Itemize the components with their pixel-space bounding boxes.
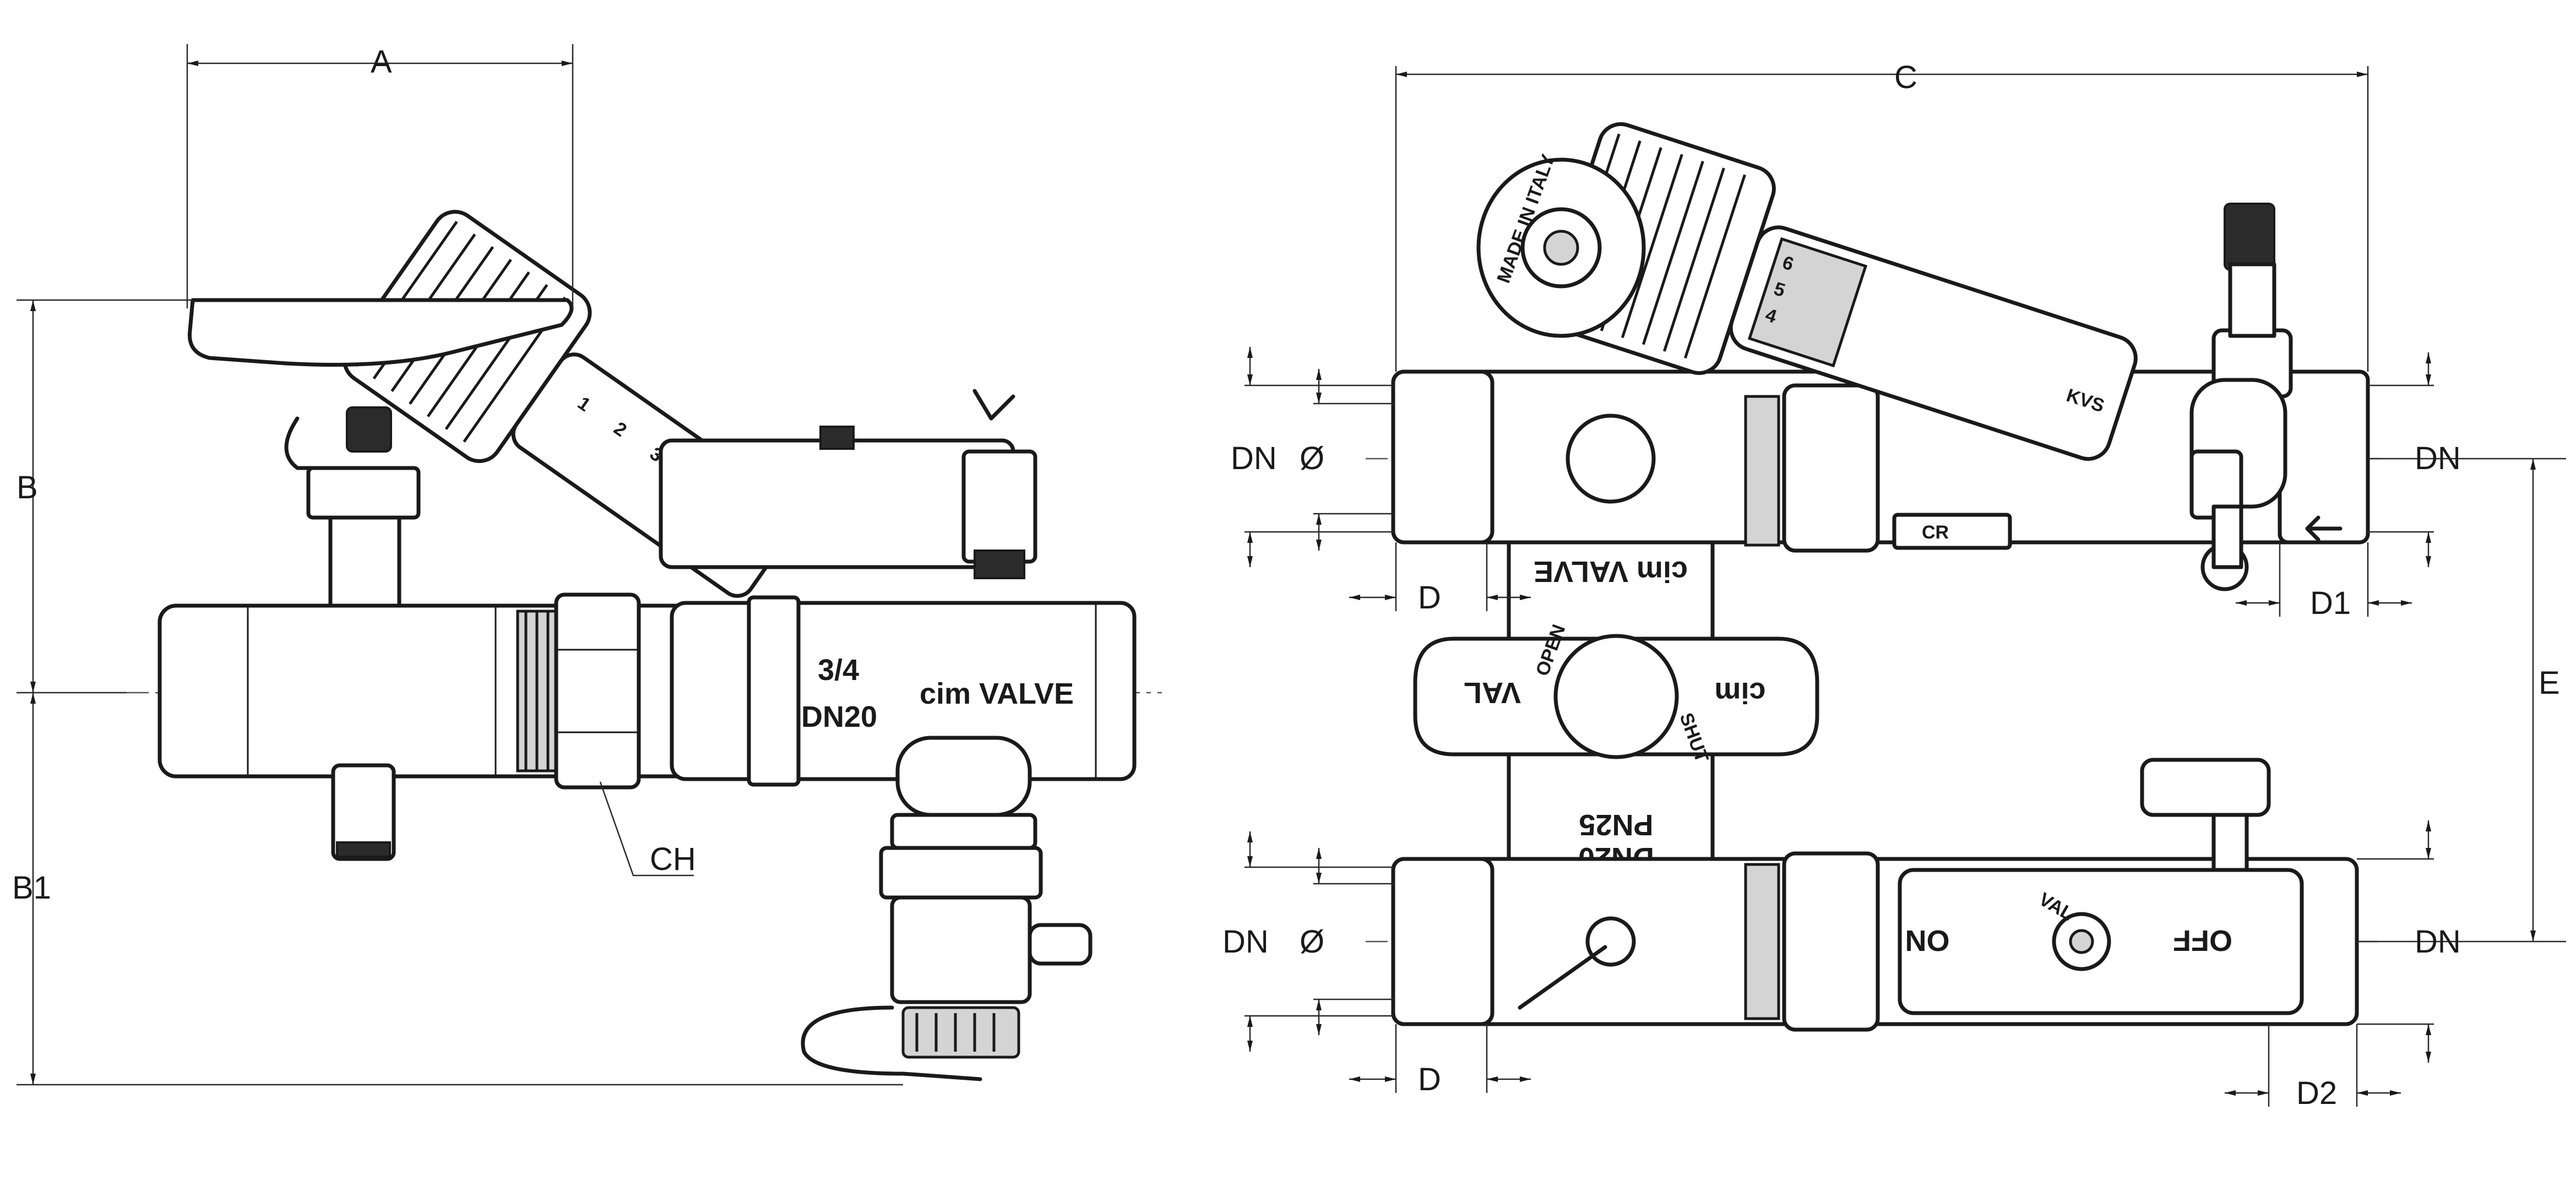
regulating-head: 1 2 3 — [343, 210, 800, 598]
lower-port — [1585, 916, 1636, 967]
dim-d1: D1 — [2310, 585, 2351, 621]
dim-b1: B1 — [12, 870, 51, 906]
t-handle — [187, 298, 574, 367]
dim-e: E — [2539, 665, 2560, 701]
dim-b: B — [17, 470, 38, 505]
off-label: OFF — [2173, 924, 2232, 957]
dim-dn-upper-left: DN — [1231, 440, 1277, 476]
cr-marking: CR — [1922, 522, 1949, 543]
dim-d-lower: D — [1418, 1062, 1441, 1097]
test-point-cap — [346, 406, 392, 453]
flow-arrow — [2305, 515, 2343, 542]
gland-housing — [659, 438, 1015, 569]
dim-d2: D2 — [2296, 1075, 2337, 1111]
valve-text-upper: cim VALVE — [1534, 555, 1688, 588]
drain-cap-strap — [801, 1005, 982, 1081]
ch-leader — [599, 781, 694, 877]
on-label: ON — [1905, 924, 1950, 957]
handle-cim: cim — [1714, 676, 1765, 709]
pressure-marking: PN25 — [1579, 808, 1653, 841]
upper-port — [1566, 414, 1656, 504]
dim-dia-lower: Ø — [1300, 924, 1324, 960]
brand-marking: cim VALVE — [920, 677, 1074, 710]
dim-dn-lower-right: DN — [2415, 924, 2461, 960]
drain-tap — [331, 763, 396, 861]
pressure-port — [328, 504, 401, 608]
top-view: 6 5 4 KVS MADE IN ITALY CR VAL cim OPEN … — [1222, 59, 2566, 1111]
dim-dn-upper-right: DN — [2415, 440, 2461, 476]
thread-left — [516, 610, 558, 772]
body-ring — [747, 595, 801, 787]
lower-lever — [1518, 945, 1607, 1010]
dim-a: A — [371, 44, 392, 80]
dim-ch: CH — [650, 841, 696, 877]
drain-valve-body — [895, 736, 1032, 817]
dim-dia-upper: Ø — [1300, 440, 1324, 476]
dim-d-upper: D — [1418, 580, 1441, 616]
ball-valve-lever — [2140, 758, 2271, 817]
central-spindle — [1553, 634, 1679, 759]
dn-marking: DN20 — [801, 700, 877, 733]
size-marking: 3/4 — [818, 654, 859, 687]
union-nut-left — [554, 592, 641, 790]
handle-val: VAL — [1464, 676, 1521, 709]
dim-dn-lower-left: DN — [1222, 924, 1269, 960]
side-view: 1 2 3 3/4 DN20 cim VALVE — [12, 44, 1162, 1086]
dim-c: C — [1894, 59, 1917, 95]
